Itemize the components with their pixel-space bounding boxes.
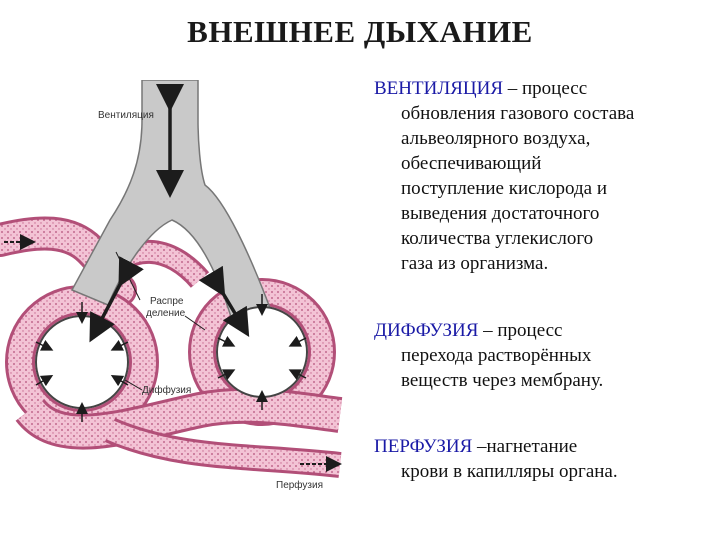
perfusion-definition: ПЕРФУЗИЯ –нагнетание крови в капилляры о… bbox=[374, 434, 618, 484]
diffusion-line: перехода растворённых bbox=[401, 345, 592, 366]
ventilation-line: обеспечивающий bbox=[401, 153, 542, 174]
ventilation-line: альвеолярного воздуха, bbox=[401, 128, 591, 149]
ventilation-line: газа из организма. bbox=[401, 253, 549, 274]
ventilation-line: поступление кислорода и bbox=[401, 178, 608, 199]
diffusion-first-line: ДИФФУЗИЯ – процесс bbox=[374, 318, 603, 343]
perfusion-line: крови в капилляры органа. bbox=[401, 461, 618, 482]
diffusion-definition: ДИФФУЗИЯ – процесс перехода растворённых… bbox=[374, 318, 603, 393]
arrows bbox=[4, 84, 342, 472]
perfusion-term: ПЕРФУЗИЯ bbox=[374, 436, 473, 457]
external-respiration-diagram: Вентиляция Распре деление Диффузия Перфу… bbox=[0, 79, 370, 510]
slide-title: ВНЕШНЕЕ ДЫХАНИЕ bbox=[187, 14, 533, 49]
label-diffusion: Диффузия bbox=[142, 385, 192, 396]
ventilation-first-line: ВЕНТИЛЯЦИЯ – процесс bbox=[374, 76, 718, 101]
definitions: ВЕНТИЛЯЦИЯ – процесс обновления газового… bbox=[374, 76, 718, 482]
diffusion-line: веществ через мембрану. bbox=[401, 370, 604, 391]
respiration-illustration bbox=[0, 79, 343, 478]
label-distribution-2: деление bbox=[146, 308, 186, 319]
ventilation-term: ВЕНТИЛЯЦИЯ bbox=[374, 78, 504, 99]
diffusion-term: ДИФФУЗИЯ bbox=[374, 320, 479, 341]
ventilation-first-rest: – процесс bbox=[503, 78, 588, 99]
label-ventilation: Вентиляция bbox=[98, 110, 154, 121]
label-distribution-1: Распре bbox=[150, 296, 184, 307]
ventilation-line: обновления газового состава bbox=[401, 103, 635, 124]
ventilation-line: количества углекислого bbox=[401, 228, 594, 249]
diffusion-first-rest: – процесс bbox=[478, 320, 563, 341]
ventilation-line: выведения достаточного bbox=[401, 203, 600, 224]
perfusion-first-line: ПЕРФУЗИЯ –нагнетание bbox=[374, 434, 618, 459]
perfusion-first-rest: –нагнетание bbox=[472, 436, 578, 457]
ventilation-definition: ВЕНТИЛЯЦИЯ – процесс обновления газового… bbox=[374, 76, 718, 276]
label-perfusion: Перфузия bbox=[276, 480, 324, 491]
